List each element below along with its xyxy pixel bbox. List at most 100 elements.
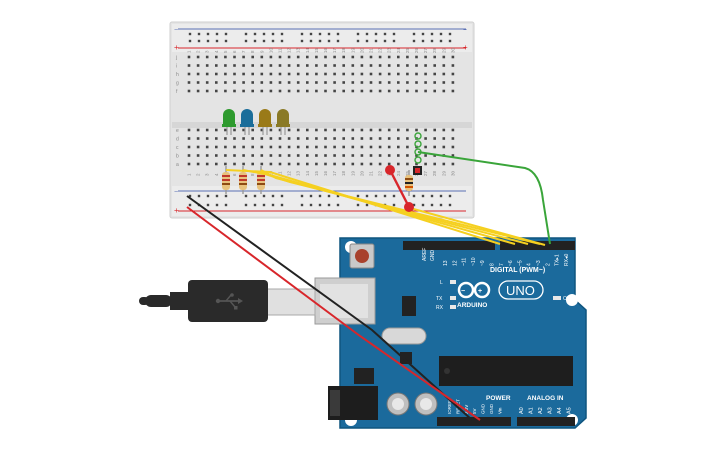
breadboard-hole[interactable] xyxy=(187,64,191,67)
breadboard-hole[interactable] xyxy=(260,72,264,76)
breadboard-hole[interactable] xyxy=(224,72,227,76)
rail-hole[interactable] xyxy=(392,39,396,43)
breadboard-hole[interactable] xyxy=(415,72,418,76)
breadboard-hole[interactable] xyxy=(415,55,418,59)
rail-hole[interactable] xyxy=(215,194,219,198)
breadboard-hole[interactable] xyxy=(406,154,409,157)
breadboard-hole[interactable] xyxy=(324,162,327,166)
breadboard-hole[interactable] xyxy=(187,145,191,149)
breadboard-hole[interactable] xyxy=(360,145,364,149)
rail-hole[interactable] xyxy=(383,194,387,198)
breadboard-hole[interactable] xyxy=(406,64,409,67)
breadboard-hole[interactable] xyxy=(406,72,409,76)
breadboard-hole[interactable] xyxy=(287,162,291,166)
breadboard-hole[interactable] xyxy=(351,154,355,157)
breadboard-hole[interactable] xyxy=(251,145,254,149)
breadboard-hole[interactable] xyxy=(387,55,391,59)
breadboard-hole[interactable] xyxy=(215,64,218,67)
breadboard-hole[interactable] xyxy=(360,154,364,157)
breadboard-hole[interactable] xyxy=(196,72,200,76)
rail-hole[interactable] xyxy=(439,32,443,36)
reset-button[interactable] xyxy=(349,243,375,269)
breadboard-hole[interactable] xyxy=(296,137,300,140)
breadboard-hole[interactable] xyxy=(260,55,264,59)
breadboard-hole[interactable] xyxy=(433,145,436,149)
breadboard-hole[interactable] xyxy=(378,72,382,76)
breadboard-hole[interactable] xyxy=(378,137,382,140)
breadboard-hole[interactable] xyxy=(215,162,218,166)
breadboard-hole[interactable] xyxy=(397,145,400,149)
breadboard-hole[interactable] xyxy=(296,81,300,84)
breadboard-hole[interactable] xyxy=(369,89,373,93)
rail-hole[interactable] xyxy=(206,32,210,36)
rail-hole[interactable] xyxy=(327,194,331,198)
breadboard-hole[interactable] xyxy=(306,89,309,93)
breadboard-hole[interactable] xyxy=(378,145,382,149)
rail-hole[interactable] xyxy=(197,194,201,198)
rail-hole[interactable] xyxy=(374,32,378,36)
breadboard-hole[interactable] xyxy=(406,89,409,93)
breadboard-hole[interactable] xyxy=(315,154,318,157)
breadboard-hole[interactable] xyxy=(251,162,254,166)
breadboard-hole[interactable] xyxy=(242,64,245,67)
rail-hole[interactable] xyxy=(253,194,257,198)
breadboard-hole[interactable] xyxy=(451,154,455,157)
breadboard-hole[interactable] xyxy=(278,81,282,84)
breadboard-hole[interactable] xyxy=(369,154,373,157)
breadboard-hole[interactable] xyxy=(451,137,455,140)
breadboard-hole[interactable] xyxy=(424,128,427,132)
breadboard-hole[interactable] xyxy=(242,154,245,157)
breadboard-hole[interactable] xyxy=(205,154,209,157)
breadboard-hole[interactable] xyxy=(433,137,436,140)
rail-hole[interactable] xyxy=(271,32,275,36)
power-jack[interactable] xyxy=(328,386,378,420)
rail-hole[interactable] xyxy=(439,203,443,207)
breadboard-hole[interactable] xyxy=(224,55,227,59)
breadboard-hole[interactable] xyxy=(306,137,309,140)
breadboard-hole[interactable] xyxy=(351,72,355,76)
breadboard-hole[interactable] xyxy=(205,81,209,84)
breadboard-hole[interactable] xyxy=(324,64,327,67)
breadboard-hole[interactable] xyxy=(269,64,273,67)
breadboard-hole[interactable] xyxy=(287,55,291,59)
breadboard-hole[interactable] xyxy=(451,55,455,59)
breadboard-hole[interactable] xyxy=(215,137,218,140)
breadboard-hole[interactable] xyxy=(333,64,336,67)
rail-hole[interactable] xyxy=(336,39,340,43)
breadboard-hole[interactable] xyxy=(315,162,318,166)
breadboard-hole[interactable] xyxy=(260,81,264,84)
breadboard-hole[interactable] xyxy=(424,81,427,84)
breadboard-hole[interactable] xyxy=(433,128,436,132)
breadboard-hole[interactable] xyxy=(306,128,309,132)
breadboard-hole[interactable] xyxy=(378,64,382,67)
rail-hole[interactable] xyxy=(327,39,331,43)
breadboard-hole[interactable] xyxy=(324,55,327,59)
rail-hole[interactable] xyxy=(318,194,322,198)
breadboard-hole[interactable] xyxy=(342,128,345,132)
power-wire[interactable] xyxy=(186,206,481,421)
rail-hole[interactable] xyxy=(262,203,266,207)
breadboard-hole[interactable] xyxy=(242,162,245,166)
breadboard-hole[interactable] xyxy=(251,137,254,140)
breadboard-hole[interactable] xyxy=(424,55,427,59)
breadboard-hole[interactable] xyxy=(242,81,245,84)
rail-hole[interactable] xyxy=(215,32,219,36)
breadboard-hole[interactable] xyxy=(224,154,227,157)
breadboard-hole[interactable] xyxy=(360,128,364,132)
rail-hole[interactable] xyxy=(365,194,369,198)
rail-hole[interactable] xyxy=(327,32,331,36)
breadboard-hole[interactable] xyxy=(351,89,355,93)
rail-hole[interactable] xyxy=(271,203,275,207)
breadboard-hole[interactable] xyxy=(342,64,345,67)
breadboard-hole[interactable] xyxy=(296,145,300,149)
breadboard-hole[interactable] xyxy=(451,72,455,76)
breadboard-hole[interactable] xyxy=(415,128,418,132)
breadboard-hole[interactable] xyxy=(333,154,336,157)
rail-hole[interactable] xyxy=(244,39,248,43)
rail-hole[interactable] xyxy=(374,194,378,198)
breadboard-hole[interactable] xyxy=(196,55,200,59)
rail-hole[interactable] xyxy=(336,32,340,36)
rail-hole[interactable] xyxy=(309,32,313,36)
rail-hole[interactable] xyxy=(224,39,228,43)
